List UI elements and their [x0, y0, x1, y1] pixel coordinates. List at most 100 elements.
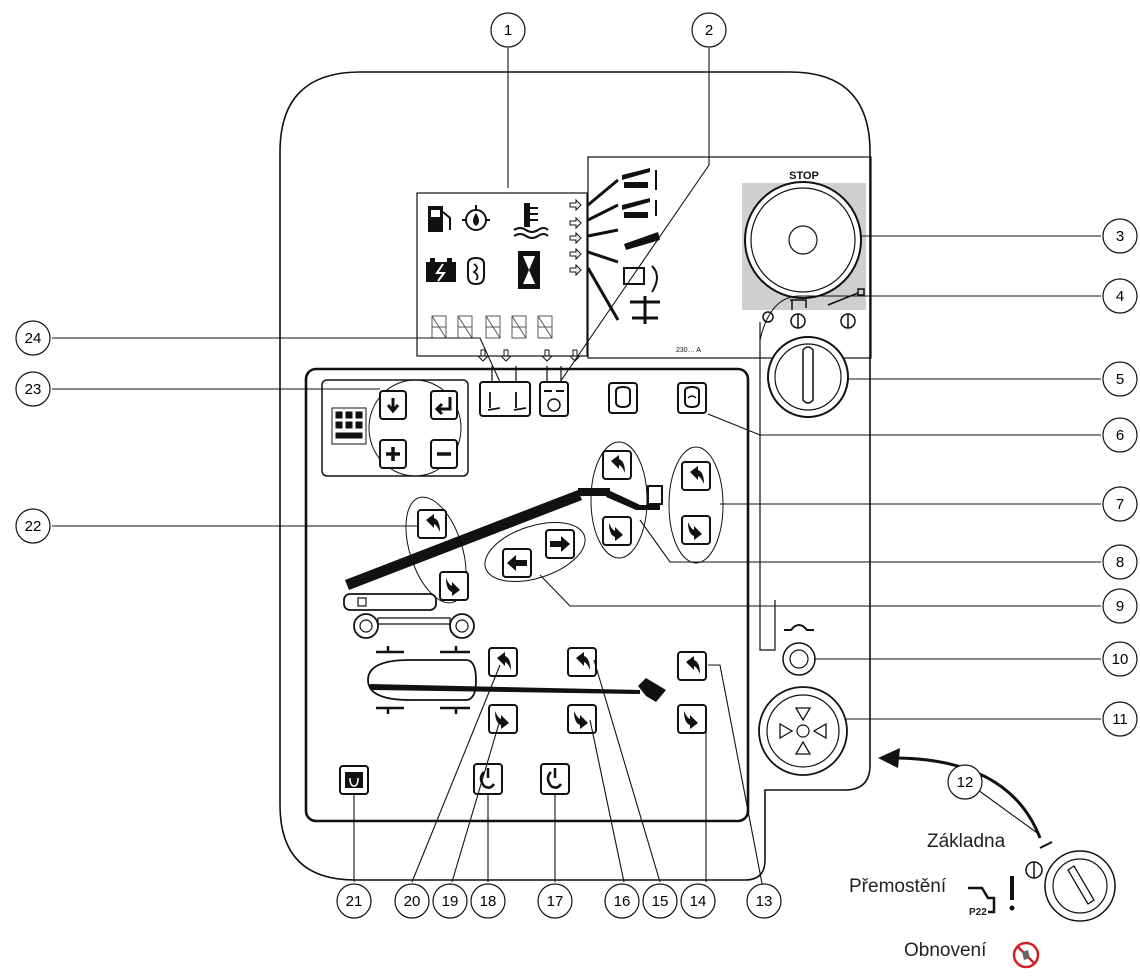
- display-down-arrows: [476, 349, 582, 362]
- callout-2: 2: [691, 12, 727, 48]
- boom-extend-button[interactable]: [545, 529, 575, 559]
- keypad-frame: [321, 379, 469, 477]
- callout-number: 4: [1116, 288, 1124, 305]
- turret-top-view: [367, 646, 666, 714]
- keypad-mini-display: [331, 407, 367, 445]
- callout-number: 1: [504, 22, 512, 39]
- callout-number: 10: [1112, 651, 1129, 668]
- boom-lower-button[interactable]: [439, 571, 469, 601]
- plus-icon: [386, 447, 400, 461]
- callout-number: 2: [705, 22, 713, 39]
- arrow-down-button[interactable]: [379, 390, 407, 420]
- callout-circle: [642, 883, 678, 919]
- callout-number: 22: [25, 518, 42, 535]
- callout-circle: [336, 883, 372, 919]
- fast-speed-button[interactable]: [540, 763, 570, 795]
- callout-circle: [947, 764, 983, 800]
- callout-circle: [604, 883, 640, 919]
- joystick[interactable]: [758, 686, 848, 776]
- selector-key-switch[interactable]: [1044, 850, 1116, 922]
- callout-20: 20: [394, 883, 430, 919]
- lower-control-panel: [304, 367, 750, 823]
- coolant-temperature-icon: [513, 203, 549, 239]
- callout-number: 12: [957, 774, 974, 791]
- callout-22: 22: [15, 508, 51, 544]
- enter-button[interactable]: [430, 390, 458, 420]
- boom-lift-ring: [405, 496, 467, 604]
- callout-18: 18: [470, 883, 506, 919]
- slow-speed-button[interactable]: [473, 763, 503, 795]
- jib-down-button[interactable]: [602, 516, 632, 546]
- callout-number: 23: [25, 381, 42, 398]
- platform-rotate-down-button[interactable]: [681, 515, 711, 545]
- horn-button[interactable]: [782, 642, 816, 676]
- callout-number: 24: [25, 330, 42, 347]
- leveling-button[interactable]: [479, 366, 531, 417]
- jib-up-button[interactable]: [602, 450, 632, 480]
- callout-17: 17: [537, 883, 573, 919]
- turret-left-up-button[interactable]: [488, 647, 518, 677]
- glow-plug-button[interactable]: [608, 382, 638, 414]
- callout-number: 6: [1116, 427, 1124, 444]
- bypass-code-label: P22: [969, 907, 987, 918]
- callout-4: 4: [1102, 278, 1138, 314]
- function-pictograms: [622, 168, 660, 324]
- platform-rotate-up-button[interactable]: [681, 461, 711, 491]
- callout-number: 18: [480, 893, 497, 910]
- speed-select-button[interactable]: [539, 366, 569, 417]
- callout-number: 13: [756, 893, 773, 910]
- callout-number: 20: [404, 893, 421, 910]
- callout-11: 11: [1102, 701, 1138, 737]
- callout-circle: [746, 883, 782, 919]
- callout-3: 3: [1102, 218, 1138, 254]
- callout-12: 12: [947, 764, 983, 800]
- boom-raise-button[interactable]: [417, 509, 447, 539]
- jib-ring: [590, 441, 648, 559]
- control-box-outline: [279, 71, 871, 881]
- callout-number: 8: [1116, 554, 1124, 571]
- key-switch[interactable]: [767, 336, 849, 418]
- callout-number: 21: [346, 893, 363, 910]
- turret-right-up-button[interactable]: [677, 651, 707, 681]
- bypass-icon: [968, 876, 1015, 914]
- platform-rotate-ring: [668, 446, 724, 564]
- callout-number: 7: [1116, 496, 1124, 513]
- callout-circle: [1102, 218, 1138, 254]
- callout-circle: [1102, 417, 1138, 453]
- engine-start-button[interactable]: [677, 382, 707, 414]
- callout-16: 16: [604, 883, 640, 919]
- callout-circle: [15, 371, 51, 407]
- arrow-down-icon: [386, 398, 400, 414]
- callout-circle: [15, 320, 51, 356]
- battery-charge-icon: [426, 258, 456, 282]
- enter-icon: [434, 397, 452, 416]
- callout-5: 5: [1102, 361, 1138, 397]
- turret-left-down-button[interactable]: [488, 704, 518, 734]
- callout-number: 16: [614, 893, 631, 910]
- power-battery-button[interactable]: [339, 765, 369, 795]
- callout-circle: [1102, 641, 1138, 677]
- callout-circle: [1102, 544, 1138, 580]
- hourglass-icon: [518, 251, 540, 289]
- callout-1: 1: [490, 12, 526, 48]
- boom-retract-button[interactable]: [502, 548, 532, 578]
- key-switch-position-icons: [762, 288, 865, 329]
- callout-circle: [1102, 588, 1138, 624]
- turret-center-up-button[interactable]: [567, 647, 597, 677]
- selector-rotation-arrow: [897, 756, 1042, 839]
- right-column-frame: [759, 322, 776, 651]
- base-position-label: Základna: [927, 831, 1006, 852]
- bypass-position-label: Přemostění: [849, 876, 947, 897]
- turret-right-down-button[interactable]: [677, 704, 707, 734]
- callout-15: 15: [642, 883, 678, 919]
- fan-lines: [586, 178, 620, 321]
- boom-telescope-ring: [484, 522, 586, 582]
- minus-button[interactable]: [430, 439, 458, 469]
- plus-button[interactable]: [379, 439, 407, 469]
- callout-8: 8: [1102, 544, 1138, 580]
- emergency-stop-button[interactable]: [744, 181, 862, 299]
- callout-circle: [537, 883, 573, 919]
- callout-10: 10: [1102, 641, 1138, 677]
